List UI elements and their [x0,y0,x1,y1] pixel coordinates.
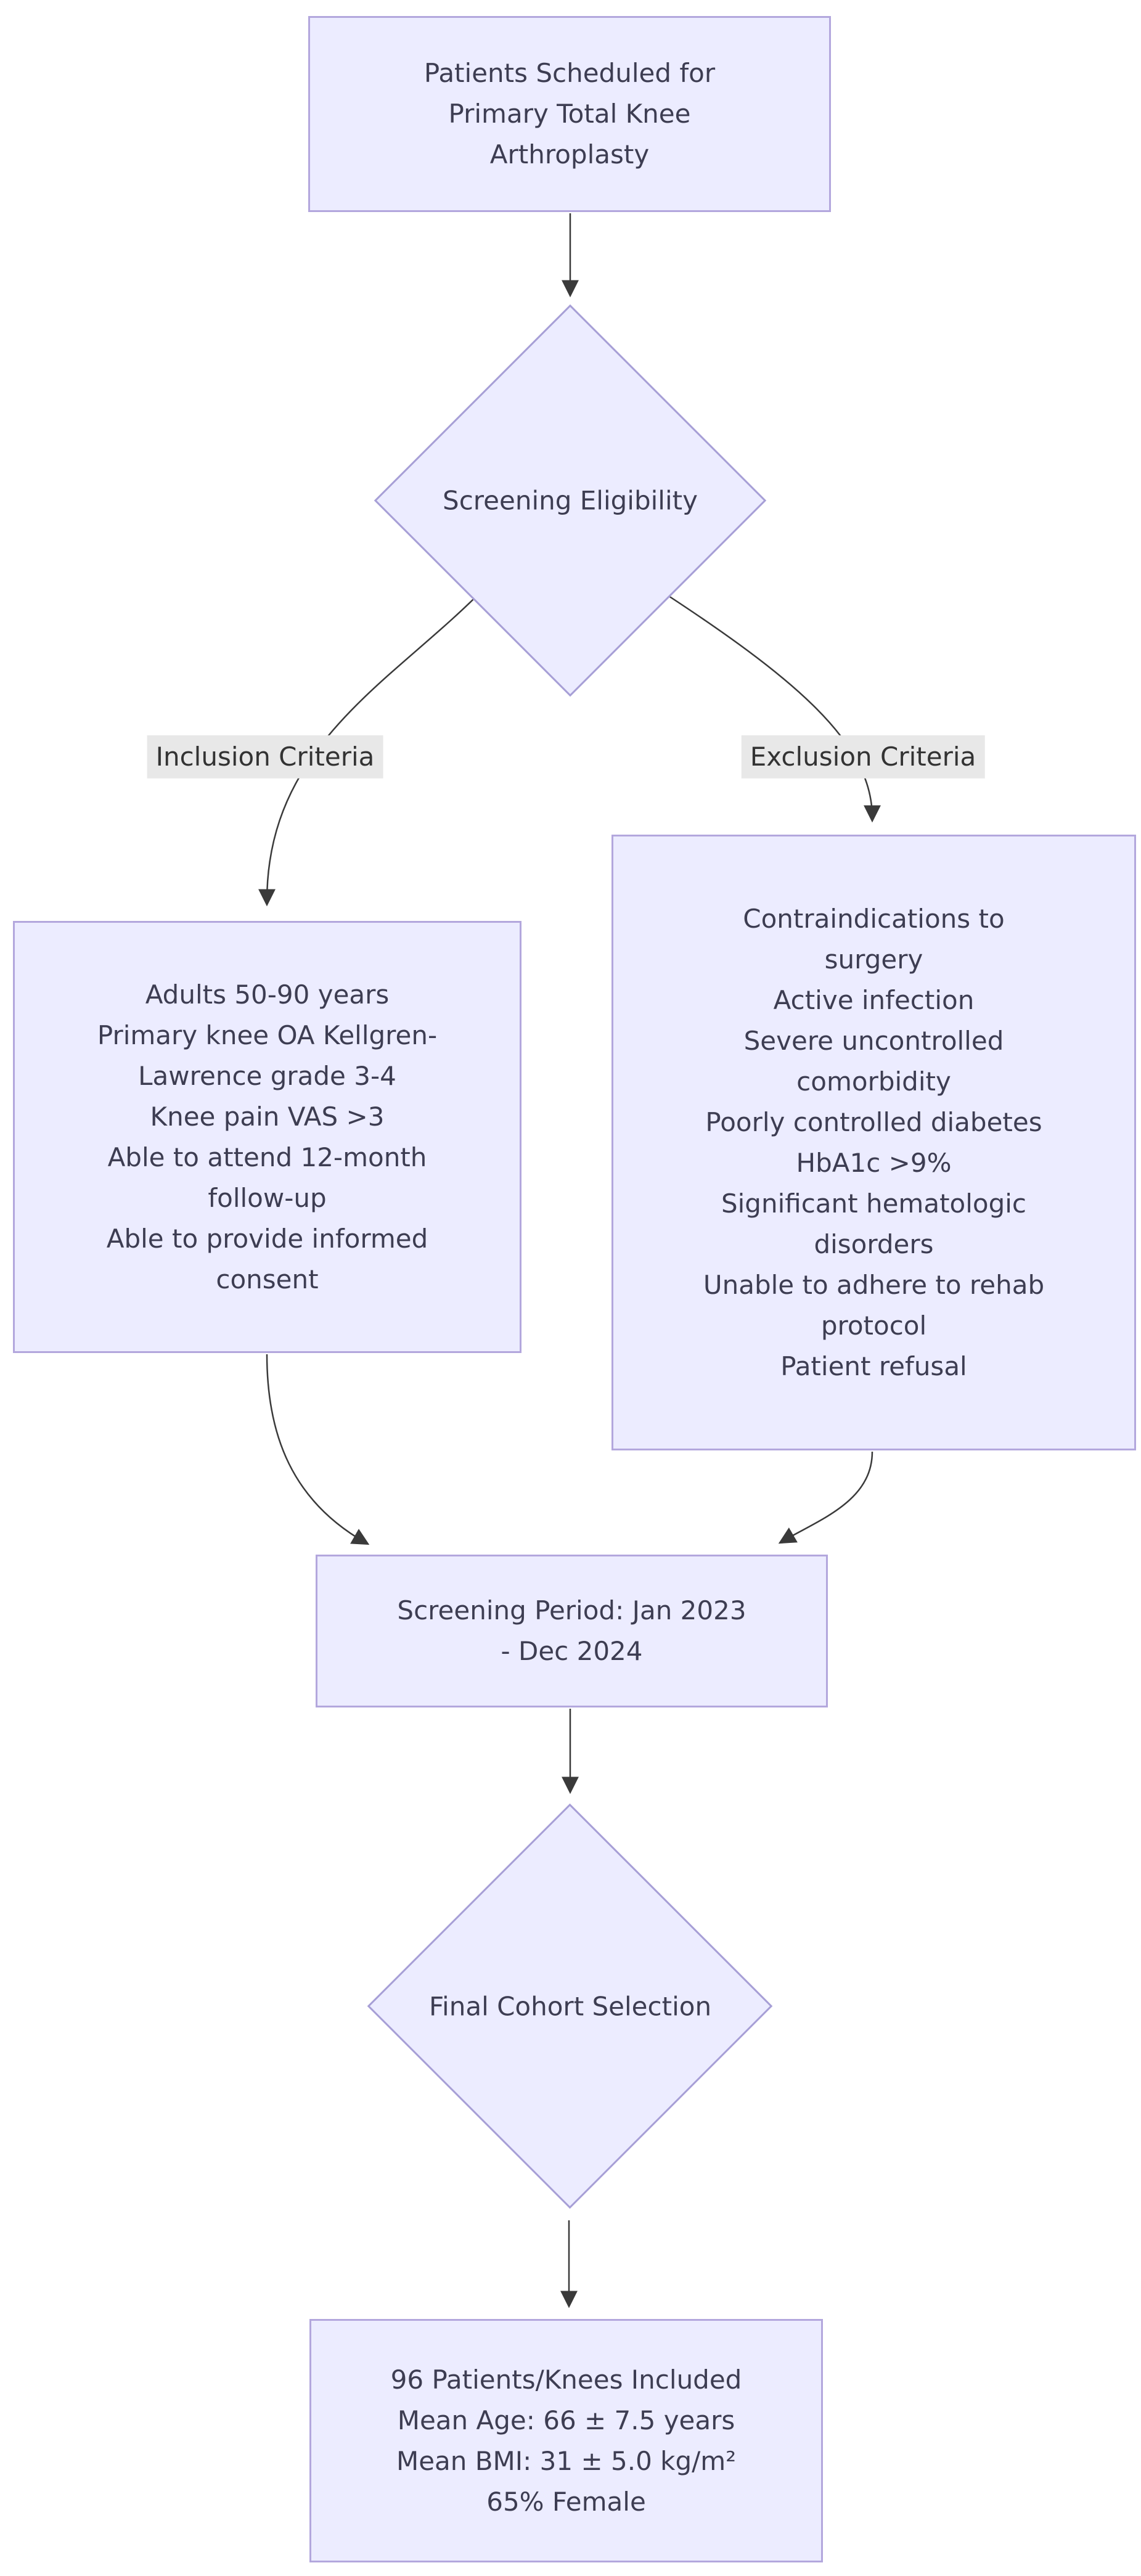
node-exclusion-criteria: Contraindications to surgery Active infe… [611,835,1136,1450]
node-result: 96 Patients/Knees Included Mean Age: 66 … [309,2319,823,2562]
edge-exclusion-to-period [778,1451,873,1544]
edge-label-inclusion-criteria: Inclusion Criteria [147,735,383,779]
node-start: Patients Scheduled for Primary Total Kne… [308,16,831,212]
node-screening-period: Screening Period: Jan 2023 - Dec 2024 [316,1555,828,1707]
edge-inclusion-to-period [266,1354,370,1545]
node-final-cohort-selection: Final Cohort Selection [367,1803,773,2209]
diamond-label: Screening Eligibility [443,485,698,516]
node-screening-eligibility: Screening Eligibility [374,304,767,697]
edge-label-exclusion-criteria: Exclusion Criteria [741,735,985,779]
diamond-label: Final Cohort Selection [428,1991,712,2022]
node-inclusion-criteria: Adults 50-90 years Primary knee OA Kellg… [13,921,521,1353]
